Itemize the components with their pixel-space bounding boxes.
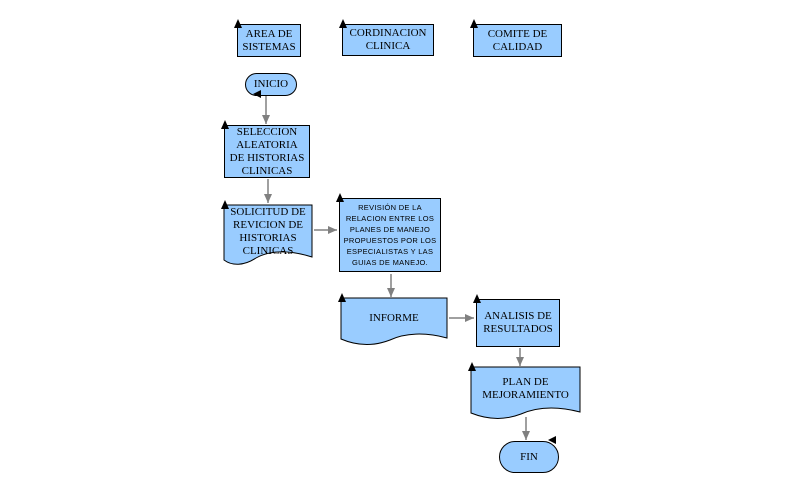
corner-marker-icon — [470, 19, 478, 28]
process-label: ANALISIS DE RESULTADOS — [483, 310, 553, 335]
end-label: FIN — [520, 450, 538, 463]
header-label: AREA DE SISTEMAS — [242, 27, 296, 53]
document-label: SOLICITUD DE REVICION DE HISTORIAS CLINI… — [230, 206, 306, 257]
corner-marker-icon — [221, 200, 229, 209]
corner-marker-icon — [221, 120, 229, 129]
corner-marker-icon — [339, 19, 347, 28]
doc-shape-informe — [340, 297, 448, 345]
corner-marker-icon — [336, 193, 344, 202]
document-solicitud-revicion: SOLICITUD DE REVICION DE HISTORIAS CLINI… — [224, 205, 312, 267]
document-label: PLAN DE MEJORAMIENTO — [482, 376, 569, 401]
header-cordinacion-clinica: CORDINACION CLINICA — [342, 24, 434, 56]
start-label: INICIO — [253, 78, 289, 90]
process-revision-relacion: REVISIÓN DE LA RELACION ENTRE LOS PLANES… — [339, 198, 441, 272]
end-terminator: FIN — [499, 441, 559, 473]
corner-marker-icon — [253, 90, 261, 98]
header-label: COMITE DE CALIDAD — [487, 27, 548, 53]
doc-shape-plan — [470, 366, 581, 419]
corner-marker-icon — [548, 436, 556, 444]
corner-marker-icon — [473, 294, 481, 303]
process-label: REVISIÓN DE LA RELACION ENTRE LOS PLANES… — [343, 203, 437, 267]
document-informe: INFORME — [341, 298, 447, 346]
process-seleccion-aleatoria: SELECCION ALEATORIA DE HISTORIAS CLINICA… — [224, 125, 310, 178]
header-area-de-sistemas: AREA DE SISTEMAS — [237, 24, 301, 57]
process-analisis-resultados: ANALISIS DE RESULTADOS — [476, 299, 560, 347]
process-label: SELECCION ALEATORIA DE HISTORIAS CLINICA… — [229, 125, 305, 177]
header-comite-de-calidad: COMITE DE CALIDAD — [473, 24, 562, 57]
header-label: CORDINACION CLINICA — [349, 27, 427, 52]
document-label: INFORME — [369, 311, 419, 324]
doc-shape-solicitud — [223, 204, 313, 265]
corner-marker-icon — [338, 293, 346, 302]
document-plan-mejoramiento: PLAN DE MEJORAMIENTO — [471, 367, 580, 419]
corner-marker-icon — [234, 19, 242, 28]
corner-marker-icon — [468, 362, 476, 371]
